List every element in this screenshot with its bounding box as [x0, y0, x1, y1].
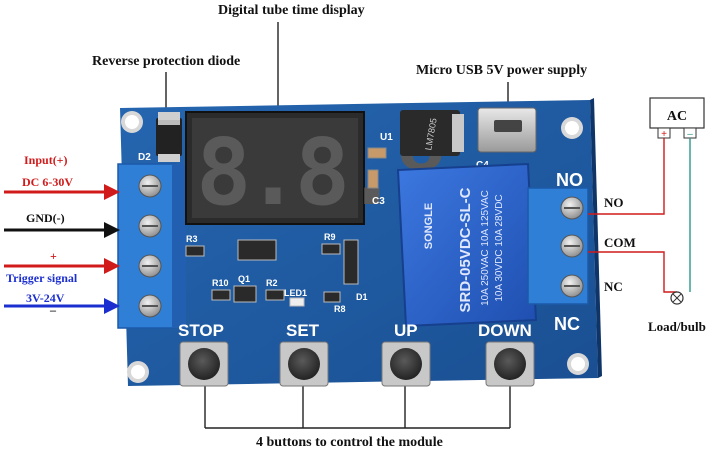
nc-label: NC	[604, 279, 623, 294]
input-plus-label: Input(+)	[24, 153, 68, 167]
down-button	[485, 341, 535, 387]
display-callout: Digital tube time display	[218, 3, 365, 18]
gnd-arrow	[4, 222, 120, 238]
ac-minus: –	[687, 129, 693, 140]
usb-callout: Micro USB 5V power supply	[416, 63, 588, 78]
d2-label: D2	[138, 152, 151, 163]
com-label: COM	[604, 235, 636, 250]
relay-model: SRD-05VDC-SL-C	[457, 187, 474, 312]
relay: SRD-05VDC-SL-C 10A 250VAC 10A 125VAC 10A…	[396, 162, 538, 328]
set-button	[279, 341, 329, 387]
ac-plus: +	[661, 129, 667, 140]
ac-source: AC + –	[649, 97, 705, 140]
q1-label: Q1	[238, 274, 250, 284]
terminal-nc-silk: NC	[554, 314, 580, 334]
c3-label: C3	[372, 196, 385, 207]
up-silk-label: UP	[394, 321, 418, 340]
load-label: Load/bulb	[648, 319, 706, 334]
d1-label: D1	[356, 292, 368, 302]
trigger-plus-arrow	[4, 258, 120, 274]
bulb-icon	[670, 291, 684, 305]
u1-label: U1	[380, 132, 393, 143]
up-button	[381, 341, 431, 387]
relay-terminal-block	[527, 187, 589, 305]
stop-button	[179, 341, 229, 387]
gnd-label: GND(-)	[26, 211, 65, 225]
no-label: NO	[604, 195, 624, 210]
input-plus-arrow	[4, 184, 120, 200]
trigger-minus-label: –	[50, 303, 56, 317]
trigger-range-label: 3V-24V	[26, 291, 65, 305]
stop-silk-label: STOP	[178, 321, 224, 340]
diode-callout: Reverse protection diode	[92, 54, 241, 69]
r3-label: R3	[186, 234, 198, 244]
voltage-regulator: LM7805	[400, 110, 464, 156]
terminal-no-silk: NO	[556, 170, 583, 190]
buttons-callout: 4 buttons to control the module	[256, 435, 443, 450]
r10-label: R10	[212, 278, 229, 288]
led1-label: LED1	[284, 288, 307, 298]
input-terminal-block	[117, 163, 186, 329]
ac-wiring	[588, 138, 691, 293]
reverse-protection-diode	[156, 112, 182, 162]
capacitor	[367, 169, 379, 189]
smd-components	[185, 239, 359, 307]
relay-rating-1: 10A 250VAC 10A 125VAC	[480, 190, 491, 306]
terminal-screws-left	[138, 174, 162, 318]
trigger-minus-arrow	[4, 298, 120, 314]
capacitor	[367, 147, 387, 159]
trigger-signal-label: Trigger signal	[6, 271, 78, 285]
dc-range-label: DC 6-30V	[22, 175, 73, 189]
mounting-holes	[121, 111, 589, 383]
trigger-plus-label: +	[50, 249, 57, 263]
ac-label: AC	[667, 109, 687, 124]
r9-label: R9	[324, 232, 336, 242]
relay-brand: SONGLE	[423, 203, 435, 249]
set-silk-label: SET	[286, 321, 320, 340]
micro-usb-port	[477, 107, 537, 153]
relay-rating-2: 10A 30VDC 10A 28VDC	[494, 194, 505, 301]
down-silk-label: DOWN	[478, 321, 532, 340]
r2-label: R2	[266, 278, 278, 288]
r8-label: R8	[334, 304, 346, 314]
